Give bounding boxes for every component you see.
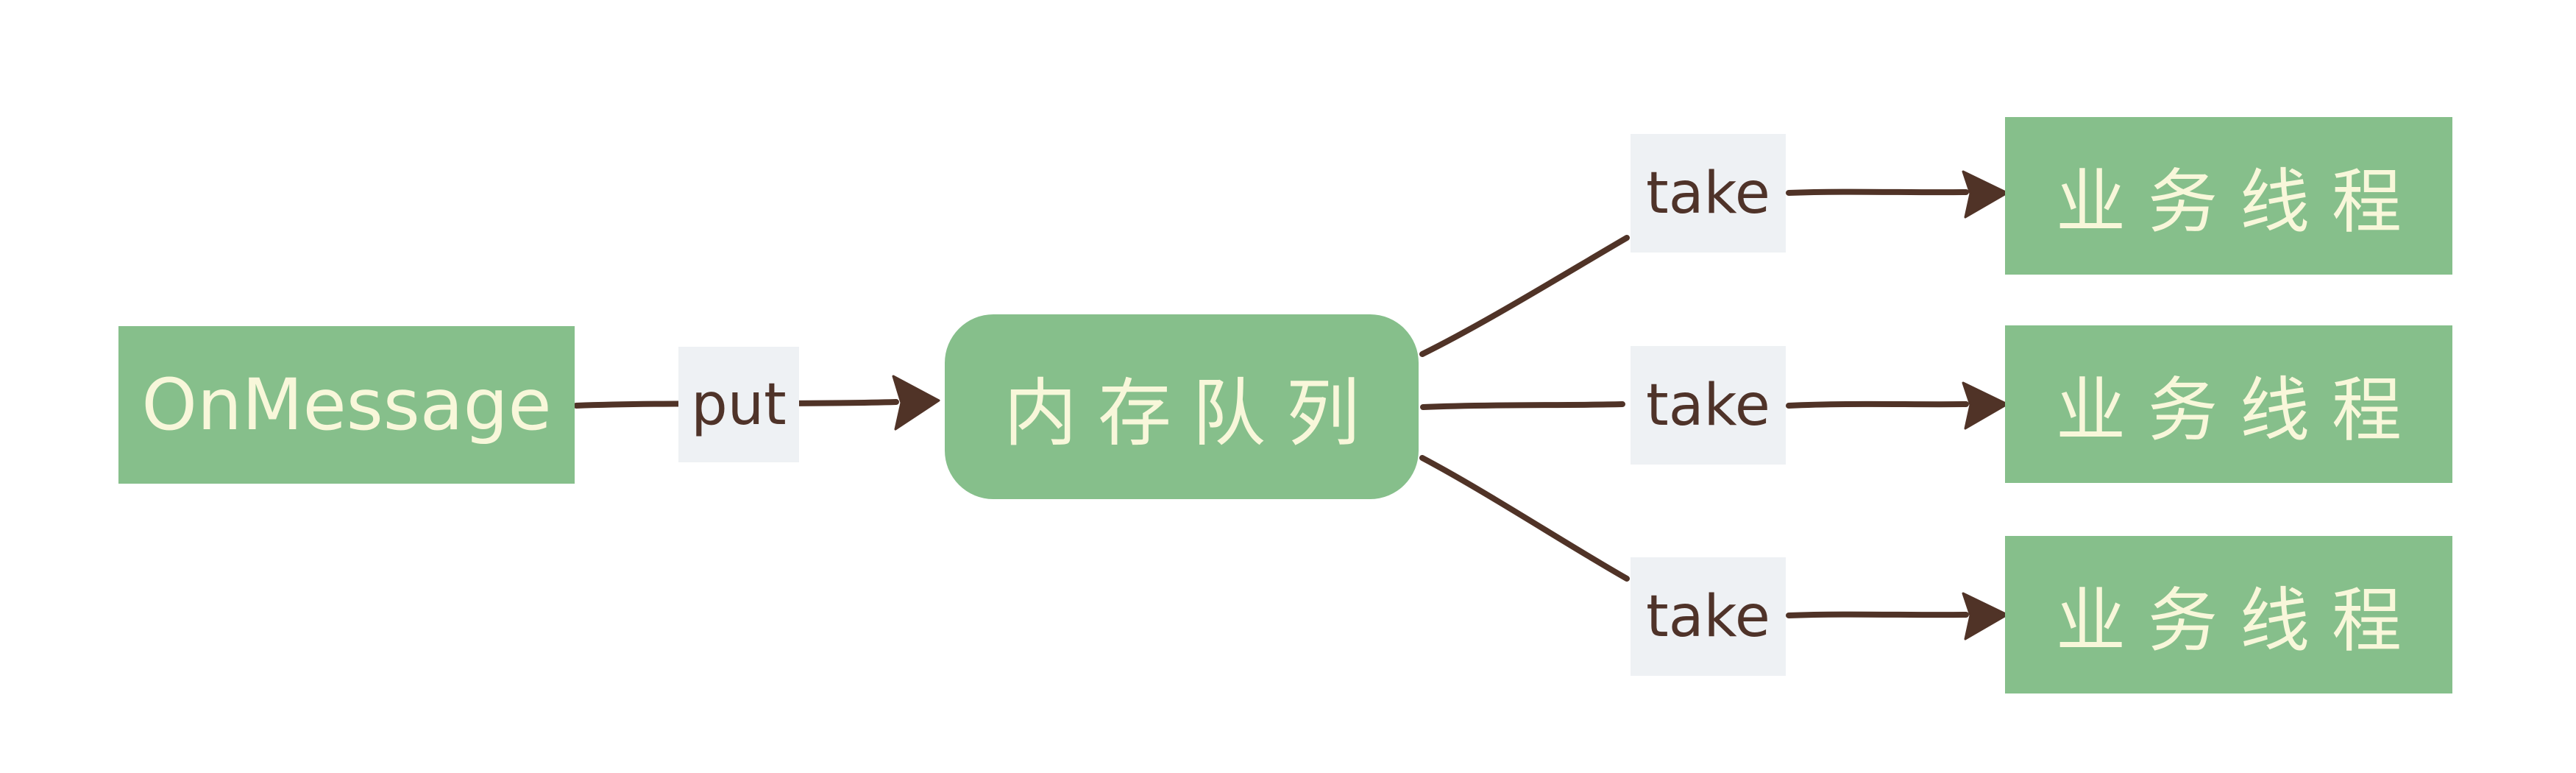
queue-to-take2-line <box>1420 401 1625 410</box>
node-worker-thread-3: 业务线程 <box>2005 536 2452 693</box>
edge-label-take-3: take <box>1631 557 1786 676</box>
edge-label-put: put <box>678 347 799 462</box>
queue-to-take1-line <box>1419 235 1630 357</box>
queue-to-take3-line <box>1419 455 1630 582</box>
edge-label-take-2: take <box>1631 346 1786 465</box>
node-onmessage: OnMessage <box>118 326 575 484</box>
node-worker-thread-2: 业务线程 <box>2005 325 2452 483</box>
edge-label-take-1: take <box>1631 134 1786 253</box>
take2-arrow-line <box>1786 400 1969 409</box>
take1-arrow-line <box>1786 188 1969 196</box>
node-worker-thread-1: 业务线程 <box>2005 117 2452 275</box>
put-arrowhead-icon <box>892 375 940 431</box>
take3-arrowhead-icon <box>1962 592 2009 640</box>
node-memory-queue: 内存队列 <box>945 314 1419 499</box>
take1-arrowhead-icon <box>1962 170 2009 219</box>
take2-arrowhead-icon <box>1962 381 2009 430</box>
